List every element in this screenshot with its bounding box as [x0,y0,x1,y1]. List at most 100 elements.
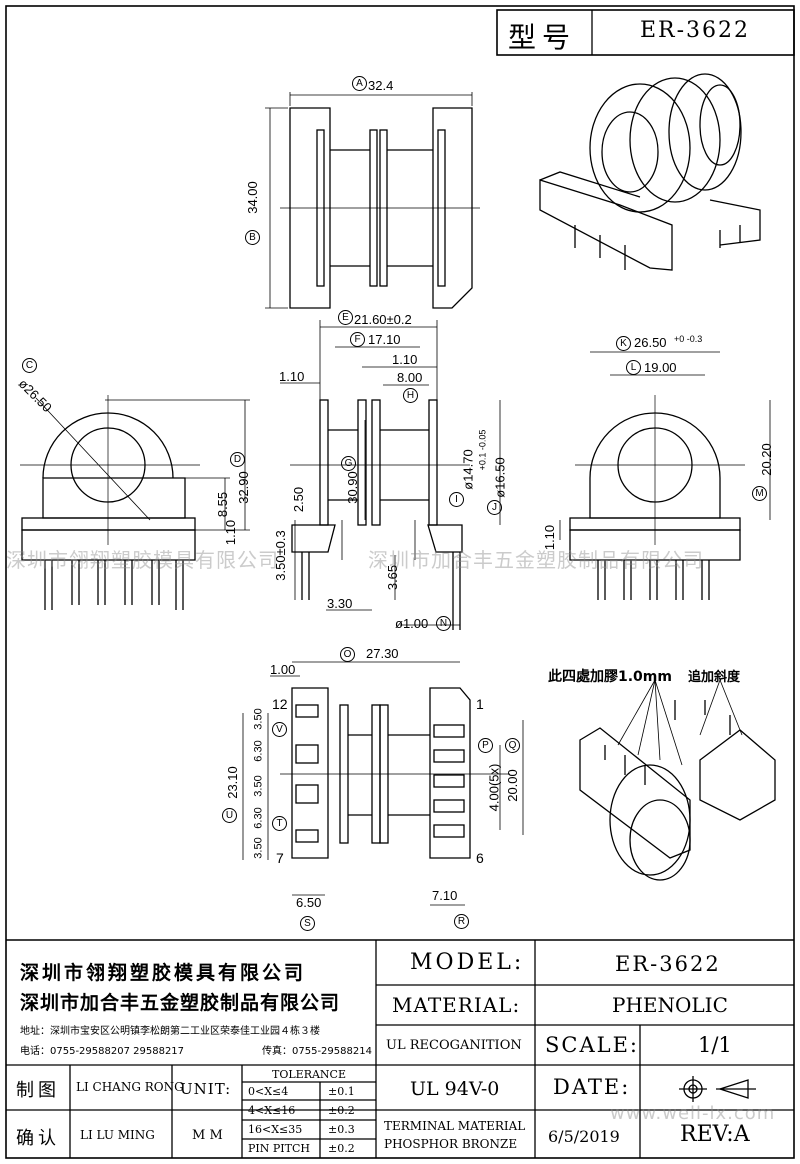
tol-value-1: ±0.1 [328,1085,355,1098]
dim-label-k: K [616,336,631,351]
dim-6-30-a: 6.30 [252,740,265,762]
rev-label: REV:A [680,1122,750,1147]
model-label: MODEL: [410,950,525,975]
watermark-left: 深圳市翎翔塑胶模具有限公司 [6,548,279,572]
front-view-drawing [280,320,501,630]
tol-value-4: ±0.2 [328,1142,355,1155]
company-2: 深圳市加合丰五金塑胶制品有限公司 [20,992,341,1014]
dim-label-i: I [449,492,464,507]
pin-7: 7 [276,850,284,866]
isometric-view-top [539,73,761,271]
scale-value: 1/1 [698,1033,732,1057]
terminal-label-1: TERMINAL MATERIAL [384,1119,526,1133]
dim-label-g: G [341,456,356,471]
dim-label-m: M [752,486,767,501]
dim-label-d: D [230,452,245,467]
dim-label-u: U [222,808,237,823]
tol-value-3: ±0.3 [328,1123,355,1136]
dim-label-h: H [403,388,418,403]
top-view-drawing [265,92,480,309]
dim-8-00: 8.00 [397,370,423,385]
dim-14-70-tol: +0.1 -0.05 [477,429,488,471]
dim-7-10: 7.10 [432,888,458,903]
dim-label-e: E [338,310,353,325]
drawn-label: 制图 [16,1080,60,1101]
watermark-url: www.well-lx.com [610,1103,776,1124]
dim-e: 8.55 [215,491,231,518]
dim-23-10: 23.10 [224,766,240,799]
dim-3-50-c: 3.50 [252,837,265,859]
dim-label-n: N [436,616,451,631]
dim-14-70: ø14.70 [460,449,476,490]
fax: 传真：0755-29588214 [262,1046,372,1057]
dim-label-c: C [22,358,37,373]
dim-label-l: L [626,360,641,375]
material-value: PHENOLIC [612,993,728,1017]
note-draft: 追加斜度 [688,670,741,685]
tol-range-3: 16<X≤35 [248,1123,303,1136]
dim-6-30-b: 6.30 [252,807,265,829]
ul-label: UL RECOGANITION [386,1038,522,1053]
dim-26-50: 26.50 [634,335,667,350]
unit-label: UNIT: [180,1080,232,1098]
date-value: 6/5/2019 [548,1127,620,1146]
type-label: 型号 [508,21,577,54]
address: 地址：深圳市宝安区公明镇李松朗第二工业区荣泰佳工业园４栋３楼 [20,1026,320,1037]
note-glue: 此四處加膠1.0mm [548,669,672,685]
dim-f: 1.10 [223,519,239,546]
tol-range-2: 4<X≤16 [248,1104,296,1117]
material-label: MATERIAL: [392,993,521,1017]
dim-17-10: 17.10 [368,332,401,347]
dim-3-50-b: 3.50 [252,775,265,797]
unit-value: M M [192,1128,223,1143]
model-code: ER-3622 [640,18,751,43]
tolerance-title: TOLERANCE [272,1068,346,1081]
dim-label-q: Q [505,738,520,753]
dim-6-50: 6.50 [296,895,322,910]
dim-19-00: 19.00 [644,360,677,375]
dim-b: 34.00 [244,181,260,214]
dim-1-10-right: 1.10 [392,352,418,367]
tol-range-4: PIN PITCH [248,1142,310,1155]
company-1: 深圳市翎翔塑胶模具有限公司 [20,962,307,984]
date-label: DATE: [553,1075,631,1099]
dim-3-30: 3.30 [327,596,353,611]
drawn-value: LI CHANG RONG [76,1080,184,1094]
pin-12: 12 [272,696,288,712]
dim-d: 32.90 [235,471,251,504]
dim-30-90: 30.90 [344,471,360,504]
terminal-label-2: PHOSPHOR BRONZE [384,1137,518,1151]
dim-1-00-bottom: 1.00 [270,662,296,677]
dim-20-20: 20.20 [758,443,774,476]
dim-label-b: B [245,230,260,245]
dim-2-50: 2.50 [291,486,307,513]
dim-label-a: A [352,76,367,91]
pin-6: 6 [476,850,484,866]
dim-label-j: J [487,500,502,515]
dim-26-50-tol: +0 -0.3 [674,334,703,344]
dim-label-r: R [454,914,469,929]
end-view-drawing [559,351,771,600]
tol-range-1: 0<X≤4 [248,1085,289,1098]
dim-20-00: 20.00 [504,769,520,802]
dim-21-60: 21.60±0.2 [354,312,412,327]
dim-16-50: ø16.50 [492,457,508,498]
dim-1-00: ø1.00 [395,616,429,631]
ul-value: UL 94V-0 [410,1078,500,1100]
bottom-view-drawing [242,661,524,906]
tol-value-2: ±0.2 [328,1104,355,1117]
dim-label-s: S [300,916,315,931]
dim-label-f: F [350,332,365,347]
phone: 电话：0755-29588207 29588217 [20,1046,185,1057]
side-view-drawing [20,395,250,610]
watermark-right: 深圳市加合丰五金塑胶制品有限公司 [368,548,704,572]
isometric-view-bottom [579,679,776,881]
dim-a: 32.4 [368,78,394,93]
dim-3-50-a: 3.50 [252,708,265,730]
model-value: ER-3622 [615,952,721,976]
scale-label: SCALE: [545,1033,639,1057]
dim-27-30: 27.30 [366,646,399,661]
dim-1-10-left: 1.10 [279,369,305,384]
dim-label-o: O [340,647,355,662]
